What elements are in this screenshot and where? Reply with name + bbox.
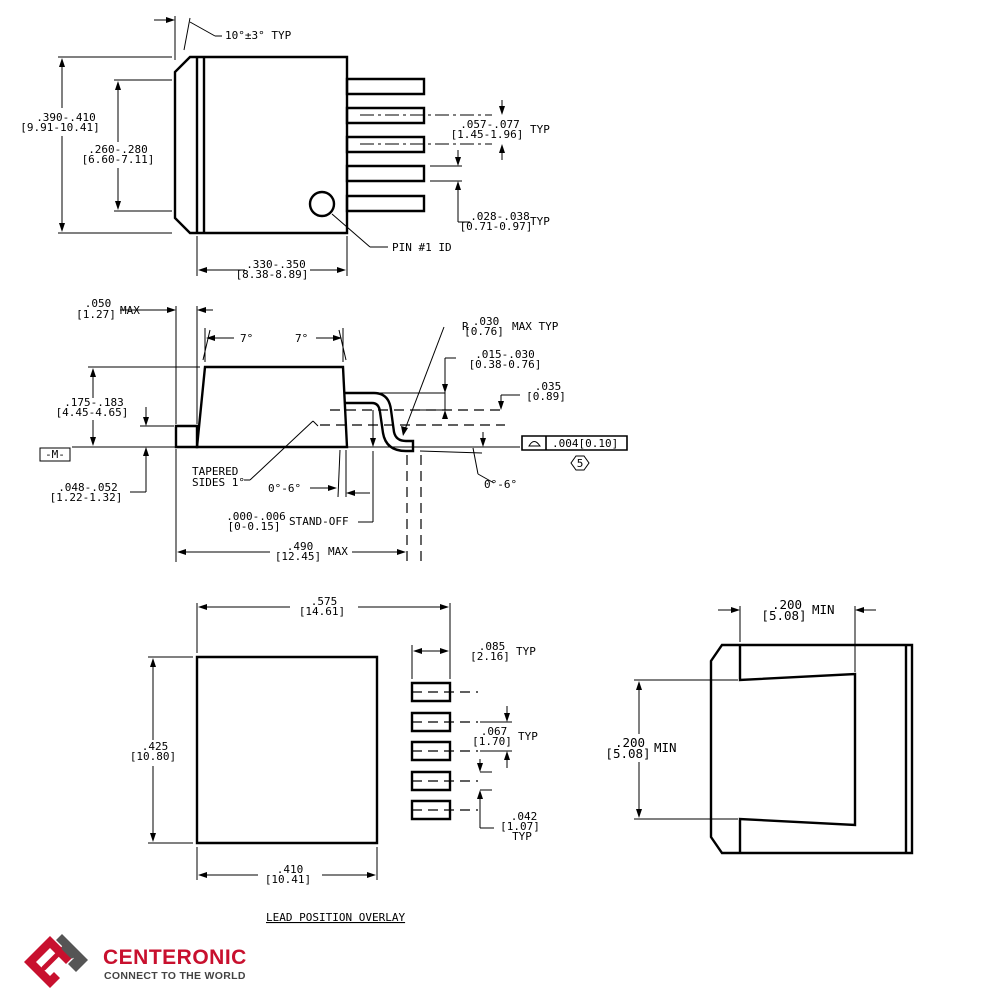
foot-length-mm-label: [0.38-0.76] bbox=[469, 358, 542, 371]
standoff-suffix: STAND-OFF bbox=[289, 515, 349, 528]
overlay-span-label: .575 bbox=[311, 595, 338, 608]
pad-length-typ: TYP bbox=[516, 645, 536, 658]
side-lead bbox=[344, 393, 413, 451]
body-length-mm-label: [8.38-8.89] bbox=[236, 268, 309, 281]
standoff-mm-label: [0-0.15] bbox=[228, 520, 281, 533]
note-number: 5 bbox=[577, 457, 584, 470]
radius-mm-label: [0.76] bbox=[464, 325, 504, 338]
bottom-exposed-pad bbox=[740, 645, 855, 853]
tab-height-label: .048-.052 bbox=[58, 481, 118, 494]
brand-name: CENTERONIC bbox=[103, 946, 247, 969]
lead-width-label: .028-.038 bbox=[470, 210, 530, 223]
datum-label: -M- bbox=[45, 448, 65, 461]
pad-width-label: .042 bbox=[511, 810, 538, 823]
bottom-dim-x-label: .200 bbox=[772, 597, 802, 612]
pad-width-mm-label: [1.07] bbox=[500, 820, 540, 833]
tab-max-label: .050 bbox=[85, 297, 112, 310]
inner-width-label: .260-.280 bbox=[88, 143, 148, 156]
tab-max-suffix: MAX bbox=[120, 304, 140, 317]
pin1-label: PIN #1 ID bbox=[392, 241, 452, 254]
brand-tagline: CONNECT TO THE WORLD bbox=[104, 970, 246, 982]
standoff-label: .000-.006 bbox=[226, 510, 286, 523]
centeronic-logo-icon bbox=[24, 934, 88, 988]
lead-position-overlay: .575 [14.61] .085 [2.16] TYP .425 [10.80… bbox=[130, 595, 540, 924]
lead-height-mm-label: [0.89] bbox=[526, 390, 566, 403]
foot-length-label: .015-.030 bbox=[475, 348, 535, 361]
bottom-dim-x-mm-label: [5.08] bbox=[761, 608, 806, 623]
bottom-view: .200 [5.08] MIN .200 [5.08] MIN bbox=[605, 597, 912, 853]
draft-right-label: 7° bbox=[295, 332, 308, 345]
lead-angle-label: 10°±3° TYP bbox=[225, 29, 292, 42]
bottom-dim-y-mm-label: [5.08] bbox=[605, 746, 650, 761]
height-label: .175-.183 bbox=[64, 396, 124, 409]
radius-label: .030 bbox=[473, 315, 500, 328]
tab-max-mm-label: [1.27] bbox=[76, 308, 116, 321]
pad-pitch-mm-label: [1.70] bbox=[472, 735, 512, 748]
pad-pitch-typ: TYP bbox=[518, 730, 538, 743]
note-hexagon bbox=[571, 456, 589, 470]
pad-width-typ: TYP bbox=[512, 830, 532, 843]
inner-width-mm-label: [6.60-7.11] bbox=[82, 153, 155, 166]
height-mm-label: [4.45-4.65] bbox=[56, 406, 129, 419]
radius-suffix: MAX TYP bbox=[512, 320, 559, 333]
foot-angle-right-label: 0°-6° bbox=[484, 478, 517, 491]
coplanarity-label: .004[0.10] bbox=[552, 437, 618, 450]
overlay-width-label: .410 bbox=[277, 863, 304, 876]
coplanarity-frame bbox=[522, 436, 627, 450]
overlay-height-mm-label: [10.80] bbox=[130, 750, 176, 763]
lead-width-mm-label: [0.71-0.97] bbox=[460, 220, 533, 233]
draft-left-label: 7° bbox=[240, 332, 253, 345]
pitch-mm-label: [1.45-1.96] bbox=[451, 128, 524, 141]
radius-prefix: R bbox=[462, 320, 469, 333]
overlay-width-mm-label: [10.41] bbox=[265, 873, 311, 886]
outer-width-mm-label: [9.91-10.41] bbox=[20, 121, 99, 134]
side-body-outline bbox=[197, 367, 347, 447]
bottom-dim-x-min: MIN bbox=[812, 602, 835, 617]
side-tab bbox=[176, 426, 197, 447]
datum-box bbox=[40, 448, 70, 461]
top-view: 10°±3° TYP .390-.410 [9.91-10.41] .260-.… bbox=[20, 16, 550, 281]
bottom-dim-y-min: MIN bbox=[654, 740, 677, 755]
overlay-height-label: .425 bbox=[142, 740, 169, 753]
pitch-typ-label: TYP bbox=[530, 123, 550, 136]
pad-length-label: .085 bbox=[479, 640, 506, 653]
outer-width-label: .390-.410 bbox=[36, 111, 96, 124]
bottom-dim-y-label: .200 bbox=[615, 735, 645, 750]
tapered-label-2: SIDES 1° bbox=[192, 476, 245, 489]
top-leads bbox=[347, 79, 424, 211]
pitch-label: .057-.077 bbox=[460, 118, 520, 131]
tab-height-mm-label: [1.22-1.32] bbox=[50, 491, 123, 504]
tapered-label-1: TAPERED bbox=[192, 465, 238, 478]
overlay-span-mm-label: [14.61] bbox=[299, 605, 345, 618]
overall-mm-label: [12.45] bbox=[275, 550, 321, 563]
body-length-label: .330-.350 bbox=[246, 258, 306, 271]
lead-height-label: .035 bbox=[535, 380, 562, 393]
overall-label: .490 bbox=[287, 540, 314, 553]
overall-suffix: MAX bbox=[328, 545, 348, 558]
side-view: TAPERED SIDES 1° .050 [1.27] MAX 7° 7° R… bbox=[40, 297, 627, 563]
foot-angle-left-label: 0°-6° bbox=[268, 482, 301, 495]
overlay-caption: LEAD POSITION OVERLAY bbox=[266, 911, 405, 924]
overlay-body bbox=[197, 657, 377, 843]
lead-width-typ-label: TYP bbox=[530, 215, 550, 228]
pad-length-mm-label: [2.16] bbox=[470, 650, 510, 663]
pad-pitch-label: .067 bbox=[481, 725, 508, 738]
bottom-body-outline bbox=[711, 645, 912, 853]
top-body-outline bbox=[175, 57, 347, 233]
pin1-id-mark bbox=[310, 192, 334, 216]
